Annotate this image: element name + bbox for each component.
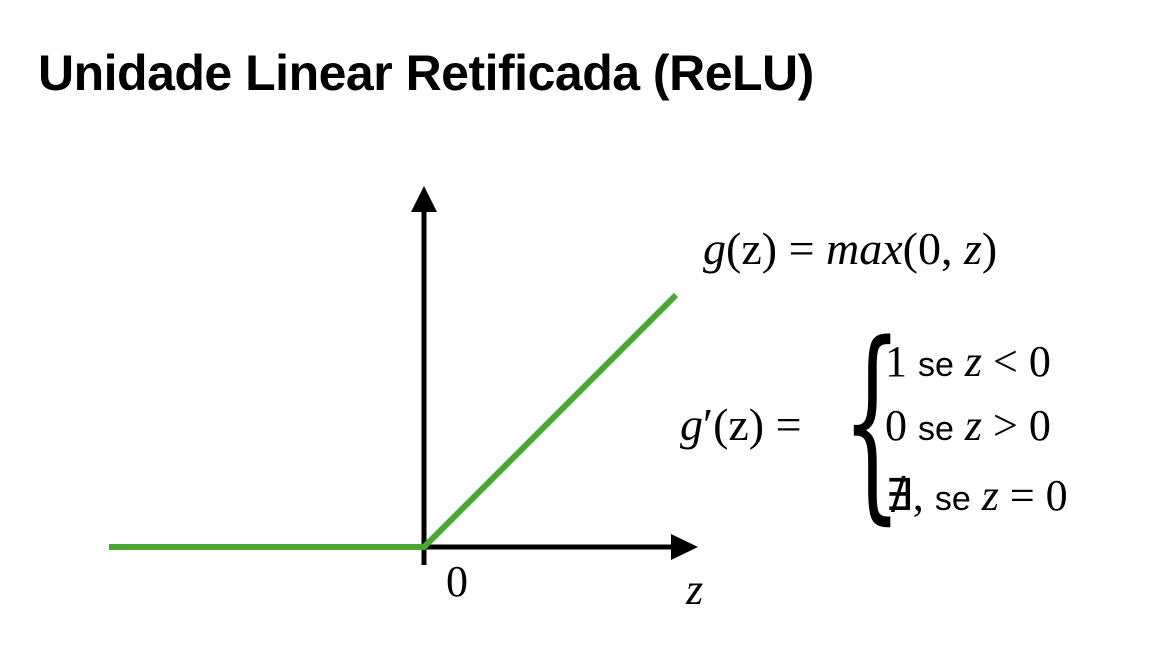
eq-equals: = bbox=[788, 223, 815, 274]
x-axis-label: z bbox=[686, 565, 704, 614]
case-row: 0 se z > 0 bbox=[885, 404, 1051, 448]
eq-close: ) bbox=[981, 223, 998, 274]
deriv-arg: (z) bbox=[713, 399, 765, 450]
case-value: 1 bbox=[885, 337, 907, 386]
case-var: z bbox=[964, 401, 983, 450]
case-se: se bbox=[934, 480, 971, 518]
case-rel: > 0 bbox=[993, 401, 1051, 450]
eq-arg: (z) bbox=[726, 223, 778, 274]
case-value: 0 bbox=[885, 401, 907, 450]
relu-equation: g(z) = max(0, z) bbox=[703, 226, 997, 272]
eq-max: max bbox=[826, 223, 903, 274]
y-axis-arrow-icon bbox=[411, 186, 437, 212]
case-se: se bbox=[918, 410, 954, 448]
eq-var: z bbox=[963, 223, 982, 274]
origin-label: 0 bbox=[446, 557, 468, 606]
eq-open: (0, bbox=[902, 223, 964, 274]
page-title: Unidade Linear Retificada (ReLU) bbox=[38, 45, 814, 101]
x-axis-arrow-icon bbox=[671, 534, 698, 560]
case-row: 1 se z < 0 bbox=[885, 340, 1051, 384]
deriv-equals: = bbox=[775, 399, 802, 450]
case-value: ∄, bbox=[885, 471, 924, 520]
case-row: ∄, se z = 0 bbox=[885, 474, 1068, 518]
case-var: z bbox=[964, 337, 983, 386]
deriv-prime: ′ bbox=[703, 399, 714, 450]
deriv-func: g bbox=[680, 399, 703, 450]
derivative-lhs: g′(z) = bbox=[680, 402, 802, 448]
eq-func: g bbox=[703, 223, 726, 274]
cases-brace: { bbox=[842, 298, 903, 543]
case-se: se bbox=[918, 346, 954, 384]
relu-line bbox=[109, 292, 679, 550]
case-rel: = 0 bbox=[1009, 471, 1068, 520]
case-var: z bbox=[981, 471, 999, 520]
case-rel: < 0 bbox=[993, 337, 1051, 386]
